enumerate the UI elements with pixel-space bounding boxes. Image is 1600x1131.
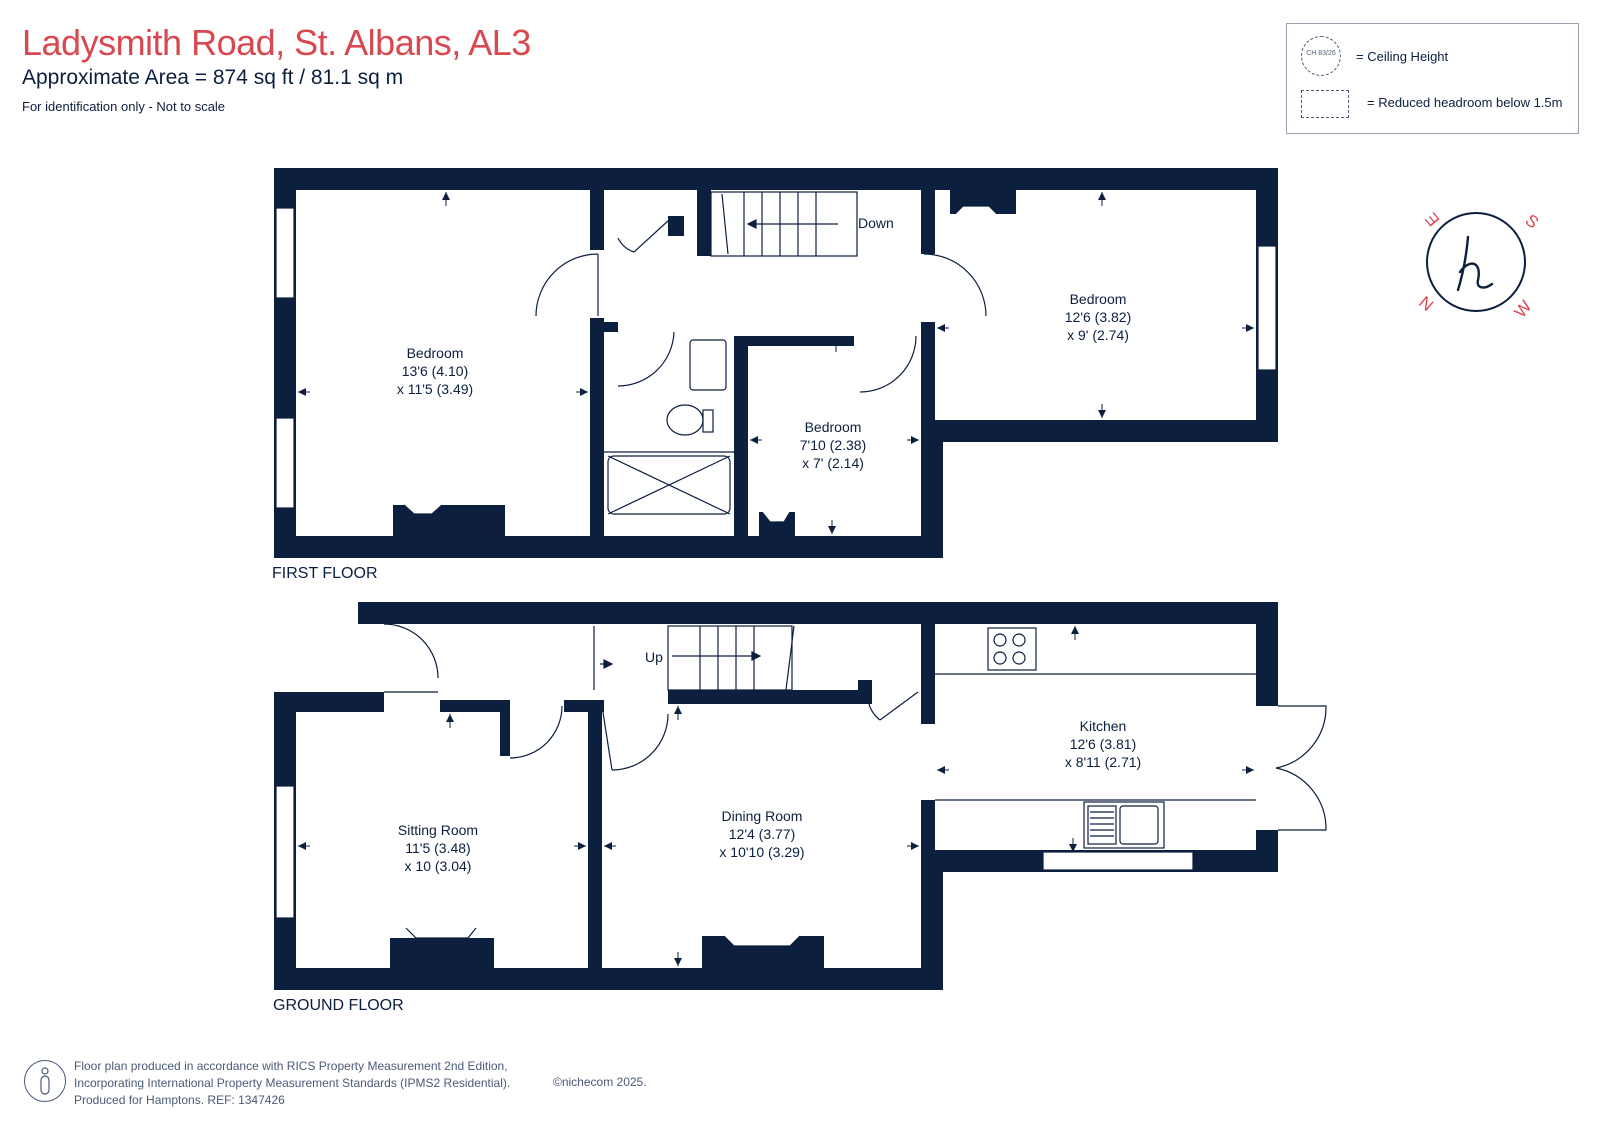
reduced-headroom-label: = Reduced headroom below 1.5m bbox=[1367, 95, 1563, 110]
room-dimension: 12'6 (3.81) bbox=[1070, 736, 1137, 752]
room-dimension: x 8'11 (2.71) bbox=[1065, 754, 1141, 770]
stairs-down-label: Down bbox=[858, 215, 894, 231]
room-name: Bedroom bbox=[407, 345, 464, 361]
room-name: Dining Room bbox=[722, 808, 803, 824]
compass-icon: S E N W bbox=[1416, 209, 1543, 322]
footer-line: Produced for Hamptons. REF: 1347426 bbox=[74, 1093, 285, 1107]
footer-text: Floor plan produced in accordance with R… bbox=[74, 1058, 510, 1109]
room-dimension: x 11'5 (3.49) bbox=[397, 381, 473, 397]
stairs-up-label: Up bbox=[645, 649, 663, 665]
room-name: Sitting Room bbox=[398, 822, 478, 838]
room-dimension: 12'4 (3.77) bbox=[729, 826, 796, 842]
room-name: Kitchen bbox=[1080, 718, 1127, 734]
first-floor-fixtures bbox=[403, 191, 998, 523]
room-dimension: x 7' (2.14) bbox=[802, 455, 864, 471]
ground-floor-fixtures bbox=[383, 623, 1327, 947]
room-dimension: 12'6 (3.82) bbox=[1065, 309, 1132, 325]
approximate-area: Approximate Area = 874 sq ft / 81.1 sq m bbox=[22, 66, 404, 89]
identification-note: For identification only - Not to scale bbox=[22, 99, 226, 114]
compass-east: E bbox=[1422, 209, 1444, 230]
room-dimension: x 10 (3.04) bbox=[405, 858, 472, 874]
ceiling-height-icon: CH 83/26 bbox=[1301, 36, 1341, 76]
footer-line: Floor plan produced in accordance with R… bbox=[74, 1059, 508, 1073]
first-floor-label: FIRST FLOOR bbox=[272, 565, 378, 582]
legend: CH 83/26 = Ceiling Height = Reduced head… bbox=[1286, 23, 1579, 134]
first-floor-dimension-arrows bbox=[298, 192, 1254, 534]
room-name: Bedroom bbox=[805, 419, 862, 435]
ground-floor-walls bbox=[274, 602, 1278, 990]
room-dimension: 7'10 (2.38) bbox=[800, 437, 867, 453]
person-icon bbox=[24, 1060, 66, 1102]
ground-floor-dimension-arrows bbox=[298, 626, 1254, 966]
ground-floor-windows bbox=[275, 785, 1194, 919]
room-dimension: 13'6 (4.10) bbox=[402, 363, 469, 379]
page-title: Ladysmith Road, St. Albans, AL3 bbox=[22, 22, 531, 63]
room-name: Bedroom bbox=[1070, 291, 1127, 307]
ground-floor-label: GROUND FLOOR bbox=[273, 997, 404, 1014]
room-dimension: x 9' (2.74) bbox=[1067, 327, 1129, 343]
reduced-headroom-icon bbox=[1301, 90, 1349, 118]
room-dimension: x 10'10 (3.29) bbox=[719, 844, 804, 860]
ceiling-height-label: = Ceiling Height bbox=[1356, 49, 1449, 64]
first-floor-windows bbox=[275, 207, 1277, 509]
compass-north: N bbox=[1416, 292, 1438, 314]
footer-line: Incorporating International Property Mea… bbox=[74, 1076, 511, 1090]
room-dimension: 11'5 (3.48) bbox=[405, 840, 470, 856]
compass-south: S bbox=[1521, 211, 1542, 233]
compass-west: W bbox=[1511, 297, 1536, 322]
copyright: ©nichecom 2025. bbox=[553, 1075, 647, 1089]
